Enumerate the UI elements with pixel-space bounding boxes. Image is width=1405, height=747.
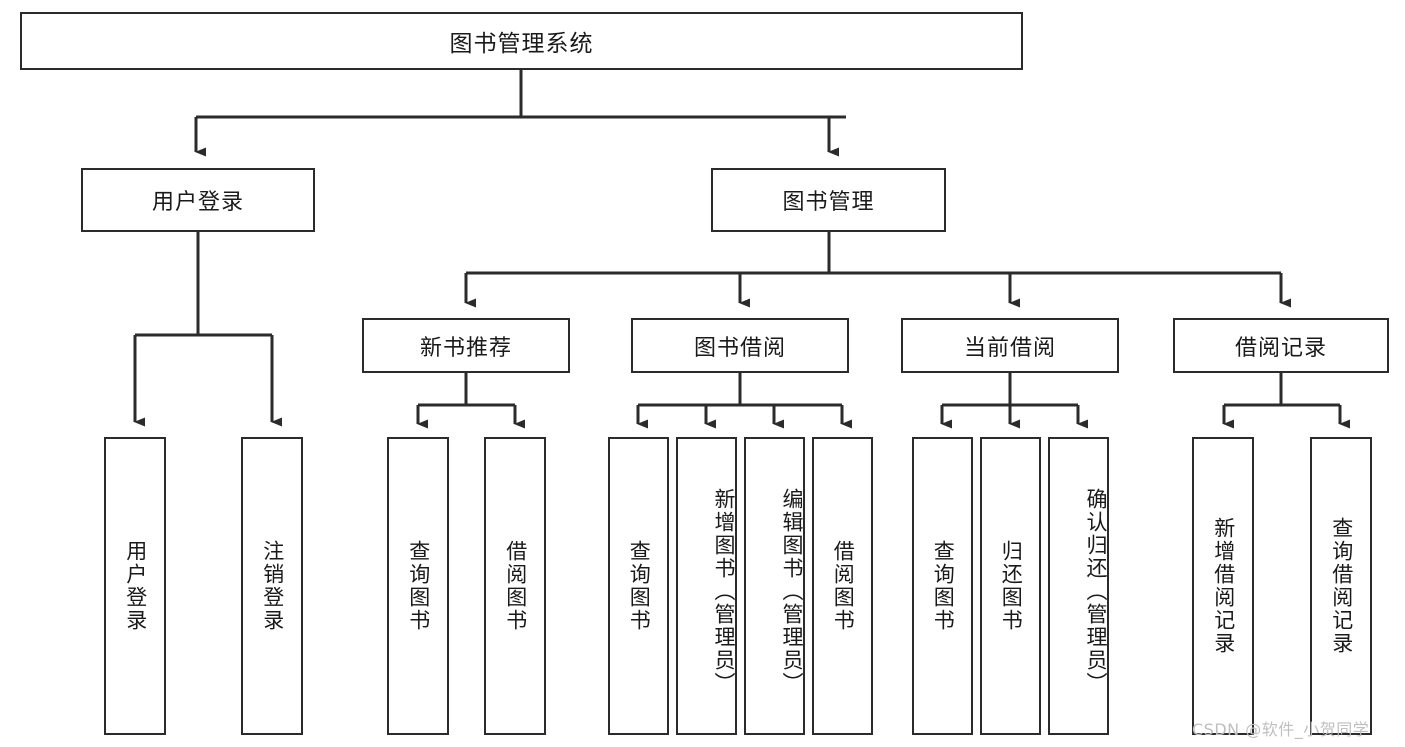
- leaf-borrow-book-1[interactable]: 借阅图书: [484, 437, 546, 735]
- node-user-login[interactable]: 用户登录: [81, 168, 315, 232]
- leaf-return-book[interactable]: 归还图书: [980, 437, 1041, 735]
- node-new-book-recommend[interactable]: 新书推荐: [362, 318, 570, 373]
- node-book-management-label: 图书管理: [782, 190, 875, 215]
- leaf-query-book-2[interactable]: 查询图书: [608, 437, 669, 735]
- leaf-add-record[interactable]: 新增借阅记录: [1192, 437, 1254, 735]
- leaf-borrow-book-2[interactable]: 借阅图书: [812, 437, 873, 735]
- leaf-query-record-label: 查询借阅记录: [1329, 517, 1354, 655]
- leaf-add-record-label: 新增借阅记录: [1211, 517, 1236, 655]
- leaf-query-book-3[interactable]: 查询图书: [912, 437, 973, 735]
- node-new-book-recommend-label: 新书推荐: [419, 335, 512, 361]
- node-root[interactable]: 图书管理系统: [20, 12, 1023, 70]
- node-borrow-record[interactable]: 借阅记录: [1173, 318, 1389, 373]
- node-borrow-record-label: 借阅记录: [1234, 335, 1327, 361]
- leaf-confirm-return-label: 确认归还（管理员）: [1084, 487, 1108, 695]
- leaf-user-login[interactable]: 用户登录: [104, 437, 166, 735]
- csdn-watermark: CSDN @软件_小贺同学: [1192, 720, 1370, 739]
- leaf-borrow-book-1-label: 借阅图书: [503, 540, 528, 632]
- leaf-add-book-label: 新增图书（管理员）: [712, 487, 736, 695]
- leaf-borrow-book-2-label: 借阅图书: [831, 540, 856, 632]
- leaf-query-book-1[interactable]: 查询图书: [387, 437, 449, 735]
- leaf-logout-login-label: 注销登录: [260, 540, 285, 632]
- leaf-add-book[interactable]: 新增图书（管理员）: [676, 437, 737, 735]
- leaf-query-record[interactable]: 查询借阅记录: [1310, 437, 1372, 735]
- node-book-borrow-label: 图书借阅: [693, 335, 786, 361]
- node-book-management[interactable]: 图书管理: [711, 168, 946, 232]
- leaf-confirm-return[interactable]: 确认归还（管理员）: [1048, 437, 1109, 735]
- leaf-query-book-2-label: 查询图书: [627, 540, 652, 632]
- node-current-borrow-label: 当前借阅: [963, 335, 1056, 361]
- leaf-query-book-3-label: 查询图书: [931, 540, 956, 632]
- leaf-return-book-label: 归还图书: [999, 540, 1024, 632]
- leaf-edit-book[interactable]: 编辑图书（管理员）: [744, 437, 805, 735]
- leaf-user-login-label: 用户登录: [123, 540, 148, 632]
- node-current-borrow[interactable]: 当前借阅: [901, 318, 1119, 373]
- leaf-edit-book-label: 编辑图书（管理员）: [780, 487, 804, 695]
- node-root-label: 图书管理系统: [449, 31, 594, 57]
- node-book-borrow[interactable]: 图书借阅: [631, 318, 849, 373]
- leaf-query-book-1-label: 查询图书: [406, 540, 431, 632]
- leaf-logout-login[interactable]: 注销登录: [241, 437, 303, 735]
- node-user-login-label: 用户登录: [151, 190, 244, 215]
